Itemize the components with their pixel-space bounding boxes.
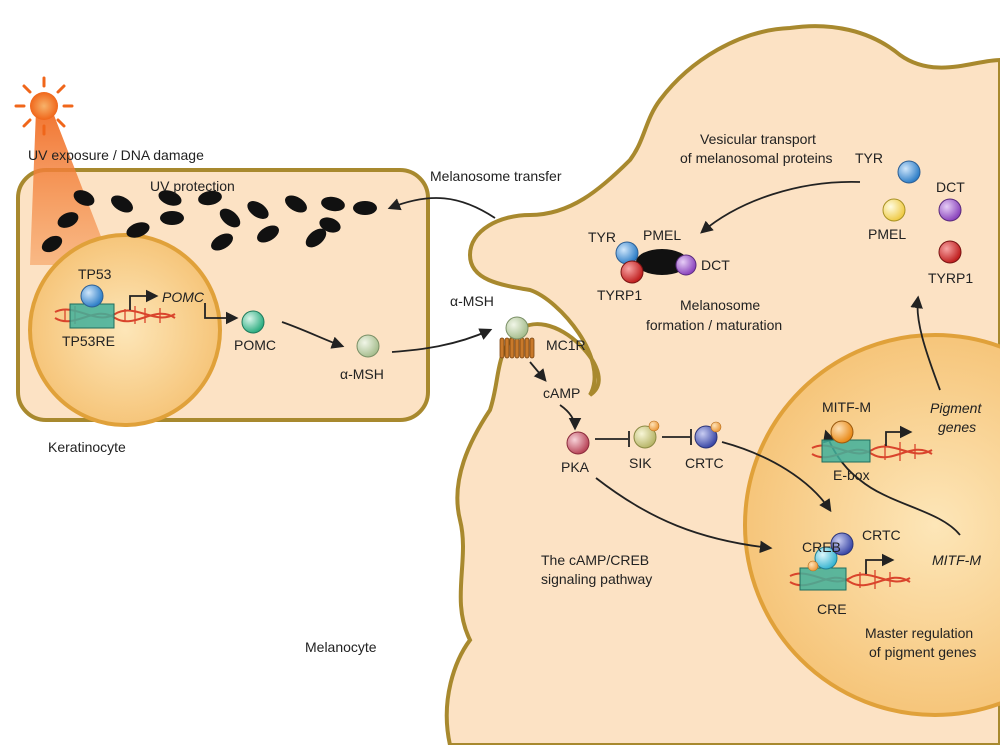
sik-label: SIK — [629, 455, 652, 471]
mc1r-receptor — [499, 337, 535, 359]
pigment-genes-arrow — [885, 425, 913, 446]
sun-icon — [14, 76, 74, 136]
uv-exposure-label: UV exposure / DNA damage — [28, 147, 204, 163]
pka-label: PKA — [561, 459, 590, 475]
creb-protein — [814, 546, 838, 570]
pka-inhibits-sik — [595, 431, 630, 447]
sik-inhibits-crtc — [662, 429, 692, 445]
vesicular-transport-label-2: of melanosomal proteins — [680, 150, 833, 166]
amsh-bound — [505, 316, 529, 340]
pomc-gene-label: POMC — [162, 289, 205, 305]
pomc-protein-label: POMC — [234, 337, 276, 353]
melanosome-granules — [41, 190, 377, 253]
melanosome-complex — [636, 249, 688, 275]
mc1r-label: MC1R — [546, 337, 586, 353]
mitfm-gene-label: MITF-M — [932, 552, 981, 568]
pigment-genes-up-arrow — [910, 295, 941, 391]
creb-phospho — [807, 560, 819, 572]
amsh-keratinocyte — [356, 334, 380, 358]
camp-creb-label-2: signaling pathway — [541, 571, 652, 587]
tyrp1-complex-label: TYRP1 — [597, 287, 642, 303]
pigment-genes-label-2: genes — [938, 419, 976, 435]
crtc-to-nucleus-arrow — [721, 441, 832, 513]
tp53re-label: TP53RE — [62, 333, 115, 349]
cre-box — [799, 567, 847, 591]
dct-free — [938, 198, 962, 222]
pomc-promoter-arrow — [129, 289, 159, 310]
camp-label: cAMP — [543, 385, 580, 401]
sik-phospho — [648, 420, 660, 432]
tyrp1-complex — [620, 260, 644, 284]
melanosome-formation-label-2: formation / maturation — [646, 317, 782, 333]
crtc-nuc-label: CRTC — [862, 527, 901, 543]
tp53-protein — [80, 284, 104, 308]
tyr-complex — [615, 241, 639, 265]
tyrp1-free-label: TYRP1 — [928, 270, 973, 286]
crtc-cyto-label: CRTC — [685, 455, 724, 471]
camp-to-pka-arrow — [559, 404, 582, 431]
dct-complex — [675, 254, 697, 276]
pmel-free-label: PMEL — [868, 226, 906, 242]
tp53-label: TP53 — [78, 266, 112, 282]
melanocyte-nucleus — [743, 333, 1000, 717]
pka-protein — [566, 431, 590, 455]
uv-beam — [30, 110, 112, 265]
pomc-gene-arrow — [204, 303, 239, 325]
cre-dna — [789, 567, 911, 591]
ebox-box — [821, 439, 871, 463]
vesicular-transport-arrow — [700, 181, 861, 234]
melanosome-transfer-label: Melanosome transfer — [430, 168, 562, 184]
camp-creb-label-1: The cAMP/CREB — [541, 552, 649, 568]
amsh-secretion-arrow — [391, 328, 493, 353]
pmel-complex-label: PMEL — [643, 227, 681, 243]
crtc-cyto-phospho — [710, 421, 722, 433]
dct-free-label: DCT — [936, 179, 965, 195]
pomc-protein — [241, 310, 265, 334]
keratinocyte-label: Keratinocyte — [48, 439, 126, 455]
dct-complex-label: DCT — [701, 257, 730, 273]
crtc-cyto-protein — [694, 425, 718, 449]
pmel-free — [882, 198, 906, 222]
tyr-complex-label: TYR — [588, 229, 616, 245]
creb-label: CREB — [802, 539, 841, 555]
tyr-free-label: TYR — [855, 150, 883, 166]
amsh-receptor-label: α-MSH — [450, 293, 494, 309]
melanosome-transfer-arrow — [387, 197, 496, 219]
melanosome-formation-label-1: Melanosome — [680, 297, 760, 313]
amsh-keratinocyte-label: α-MSH — [340, 366, 384, 382]
ebox-label: E-box — [833, 467, 870, 483]
master-regulation-label-1: Master regulation — [865, 625, 973, 641]
pka-to-creb-arrow — [595, 477, 773, 554]
mitfm-protein-label: MITF-M — [822, 399, 871, 415]
melanocyte-label: Melanocyte — [305, 639, 377, 655]
crtc-nuc-protein — [830, 532, 854, 556]
uv-protection-label: UV protection — [150, 178, 235, 194]
pomc-to-amsh-arrow — [281, 321, 345, 349]
ebox-dna — [811, 439, 933, 463]
tp53-dna — [54, 303, 176, 329]
cre-label: CRE — [817, 601, 847, 617]
tyrp1-free — [938, 240, 962, 264]
sik-protein — [633, 425, 657, 449]
vesicular-transport-label-1: Vesicular transport — [700, 131, 816, 147]
keratinocyte-nucleus — [28, 233, 222, 427]
tyr-free — [897, 160, 921, 184]
mc1r-to-camp-arrow — [529, 361, 547, 382]
master-regulation-label-2: of pigment genes — [869, 644, 976, 660]
pigment-genes-label-1: Pigment — [930, 400, 982, 416]
tp53re-box — [69, 303, 115, 329]
mitfm-protein — [830, 420, 854, 444]
mitfm-gene-arrow — [865, 553, 895, 574]
